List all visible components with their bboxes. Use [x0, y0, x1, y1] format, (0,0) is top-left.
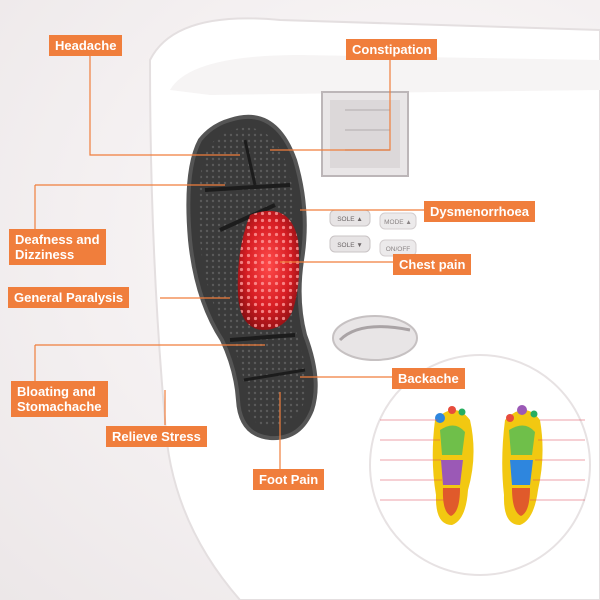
- sole-down-label: SOLE ▼: [337, 242, 363, 249]
- label-foot-pain: Foot Pain: [253, 469, 325, 490]
- label-deafness-line2: Dizziness: [15, 247, 75, 262]
- reflexology-left-foot: [432, 406, 474, 525]
- label-bloating-stomachache: Bloating and Stomachache: [11, 381, 108, 417]
- sole-up-label: SOLE ▲: [337, 216, 363, 223]
- reflexology-chart-circle: [369, 354, 591, 576]
- label-deafness-line1: Deafness and: [15, 232, 100, 247]
- dial-knob[interactable]: [332, 315, 418, 361]
- mode-up-label: MODE ▲: [384, 219, 412, 226]
- label-general-paralysis: General Paralysis: [8, 287, 130, 308]
- on-off-label: ON/OFF: [386, 246, 411, 253]
- label-bloating-line2: Stomachache: [17, 399, 102, 414]
- label-headache: Headache: [49, 35, 123, 56]
- label-bloating-line1: Bloating and: [17, 384, 96, 399]
- mode-up-button[interactable]: [379, 212, 417, 230]
- lcd-screen: [330, 100, 400, 168]
- label-dysmenorrhoea: Dysmenorrhoea: [424, 201, 535, 222]
- label-deafness-dizziness: Deafness and Dizziness: [9, 229, 106, 265]
- reflexology-right-foot: [502, 405, 543, 525]
- label-backache: Backache: [392, 368, 465, 389]
- label-relieve-stress: Relieve Stress: [106, 426, 207, 447]
- label-chest-pain: Chest pain: [393, 254, 472, 275]
- device-top-edge: [170, 55, 600, 95]
- leader-lines: [34, 55, 425, 470]
- sole-down-button[interactable]: [329, 235, 371, 253]
- label-constipation: Constipation: [346, 39, 438, 60]
- reflexology-pointer-lines: [380, 419, 585, 501]
